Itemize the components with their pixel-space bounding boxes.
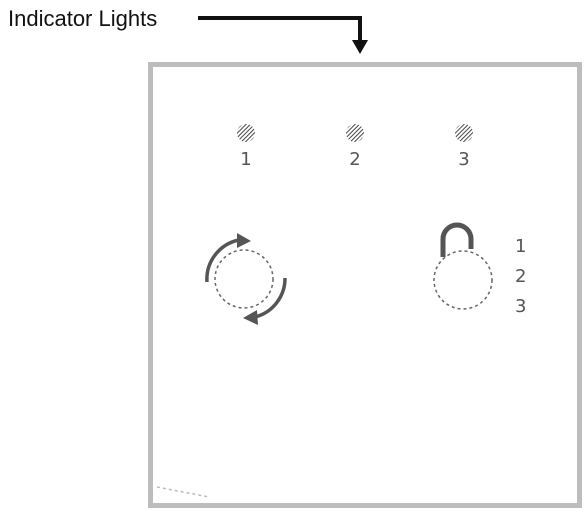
indicator-light-icon [237, 124, 255, 142]
indicator-light-icon [455, 124, 473, 142]
indicator-light-label: 2 [349, 149, 361, 170]
lock-position-labels: 1 2 3 [515, 232, 526, 322]
indicator-light-label: 1 [240, 149, 252, 170]
device-panel: 1 2 3 1 2 3 [148, 62, 582, 508]
rotate-arrows-icon [205, 233, 287, 325]
open-padlock-icon [433, 222, 493, 310]
lock-position-label: 1 [515, 236, 527, 257]
indicator-light-label: 3 [458, 149, 470, 170]
lock-position-label: 3 [515, 296, 527, 317]
lock-position-label: 2 [515, 266, 527, 287]
callout-label: Indicator Lights [8, 6, 158, 31]
corner-mark [156, 486, 210, 498]
indicator-light-icon [346, 124, 364, 142]
callout-arrow [198, 16, 368, 54]
